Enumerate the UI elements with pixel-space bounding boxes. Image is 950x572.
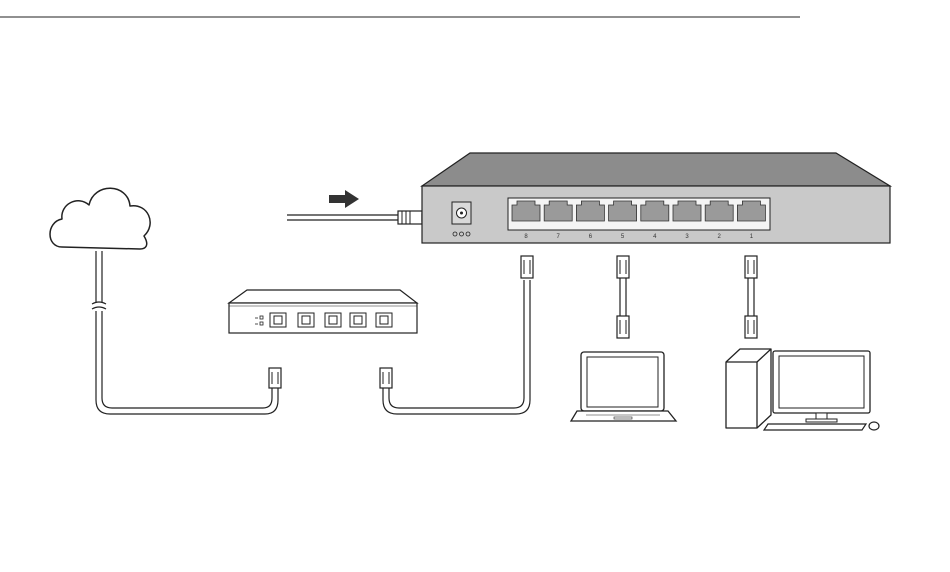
- arrow-right-icon: [329, 190, 359, 208]
- laptop-cable: [617, 256, 629, 338]
- laptop-icon: [571, 352, 676, 421]
- desktop-cable: [745, 256, 757, 338]
- desktop-computer-icon: [726, 349, 879, 430]
- cloud-icon: [50, 188, 150, 249]
- rj45-plug: [269, 368, 281, 388]
- power-plug-icon: [287, 211, 440, 224]
- rj45-plug: [380, 368, 392, 388]
- modem-icon: [229, 290, 417, 333]
- rj45-plug: [521, 256, 533, 278]
